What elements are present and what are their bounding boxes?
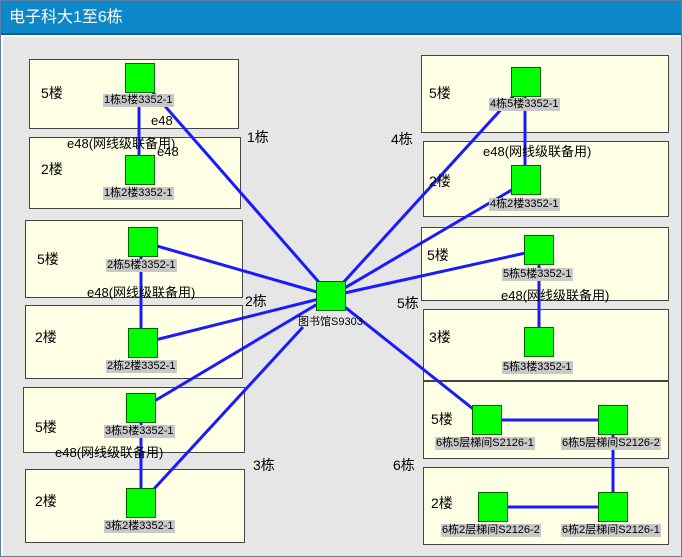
switch-label: 6栋5层梯间S2126-2 — [561, 437, 661, 450]
floor-label: 5楼 — [37, 251, 59, 267]
switch-node-b5f3[interactable] — [524, 327, 554, 357]
switch-label: 1栋5楼3352-1 — [103, 94, 174, 107]
building-label: 2栋 — [245, 293, 267, 309]
link-core-b2f5 — [142, 240, 332, 298]
switch-label: 3栋2楼3352-1 — [104, 520, 175, 533]
building-label: 4栋 — [391, 131, 413, 147]
switch-label: 2栋2楼3352-1 — [106, 360, 177, 373]
floor-label: 2楼 — [35, 329, 57, 345]
floor-label: 2楼 — [41, 161, 63, 177]
link-note-e48-backup: e48(网线级联备用) — [501, 288, 610, 303]
switch-node-b2f5[interactable] — [128, 227, 158, 257]
switch-label: 5栋5楼3352-1 — [502, 268, 573, 281]
switch-node-b1f2[interactable] — [125, 155, 155, 185]
floor-label: 5楼 — [41, 85, 63, 101]
switch-label: 3栋5楼3352-1 — [104, 425, 175, 438]
link-core-b2f2 — [142, 294, 332, 345]
link-core-b3f5 — [140, 294, 332, 411]
core-switch-label: 图书馆S9303 — [298, 316, 363, 328]
floor-label: 2楼 — [429, 173, 451, 189]
topology-canvas: 5楼 2楼 5楼 2楼 5楼 2楼 5楼 2楼 5楼 3楼 5楼 2楼 1栋 2… — [3, 37, 681, 556]
switch-label: 5栋3楼3352-1 — [502, 361, 573, 374]
window-title: 电子科大1至6栋 — [1, 1, 681, 35]
switch-node-b6f5b[interactable] — [598, 405, 628, 435]
core-switch-node[interactable] — [316, 281, 346, 311]
switch-node-b3f2[interactable] — [126, 488, 156, 518]
switch-label: 4栋2楼3352-1 — [489, 198, 560, 211]
link-core-b1f5 — [141, 80, 333, 297]
switch-node-b1f5[interactable] — [125, 63, 155, 93]
link-note-e48: e48 — [151, 113, 173, 128]
switch-node-b3f5[interactable] — [126, 393, 156, 423]
floor-label: 2楼 — [431, 495, 453, 511]
switch-label: 2栋5楼3352-1 — [106, 259, 177, 272]
link-note-e48-backup: e48(网线级联备用) — [483, 144, 592, 159]
link-note-e48-backup: e48(网线级联备用) — [67, 136, 176, 151]
switch-label: 6栋5层梯间S2126-1 — [435, 437, 535, 450]
building-label: 5栋 — [397, 295, 419, 311]
floor-label: 5楼 — [427, 247, 449, 263]
switch-label: 6栋2层梯间S2126-1 — [561, 524, 661, 537]
switch-node-b5f5[interactable] — [524, 235, 554, 265]
link-core-b3f2 — [139, 325, 305, 505]
switch-label: 6栋2层梯间S2126-2 — [441, 524, 541, 537]
link-note-e48: e48 — [157, 144, 179, 159]
switch-node-b6f2b[interactable] — [598, 492, 628, 522]
room-b4-f5 — [421, 55, 669, 133]
switch-node-b4f2[interactable] — [511, 165, 541, 195]
building-label: 1栋 — [247, 129, 269, 145]
switch-node-b4f5[interactable] — [511, 67, 541, 97]
link-core-b5f5 — [330, 248, 540, 298]
floor-label: 5楼 — [35, 419, 57, 435]
switch-node-b6f2a[interactable] — [478, 492, 508, 522]
link-note-e48-backup: e48(网线级联备用) — [87, 285, 196, 300]
building-label: 3栋 — [253, 457, 275, 473]
floor-label: 5楼 — [431, 411, 453, 427]
building-label: 6栋 — [393, 457, 415, 473]
floor-label: 5楼 — [429, 85, 451, 101]
switch-label: 1栋2楼3352-1 — [103, 187, 174, 200]
link-core-b4f5 — [329, 79, 529, 298]
floor-label: 3楼 — [429, 329, 451, 345]
link-core-b6f5a — [330, 294, 488, 422]
link-note-e48-backup: e48(网线级联备用) — [55, 445, 164, 460]
switch-node-b2f2[interactable] — [128, 328, 158, 358]
switch-node-b6f5a[interactable] — [472, 405, 502, 435]
switch-label: 4栋5楼3352-1 — [489, 98, 560, 111]
floor-label: 2楼 — [35, 493, 57, 509]
